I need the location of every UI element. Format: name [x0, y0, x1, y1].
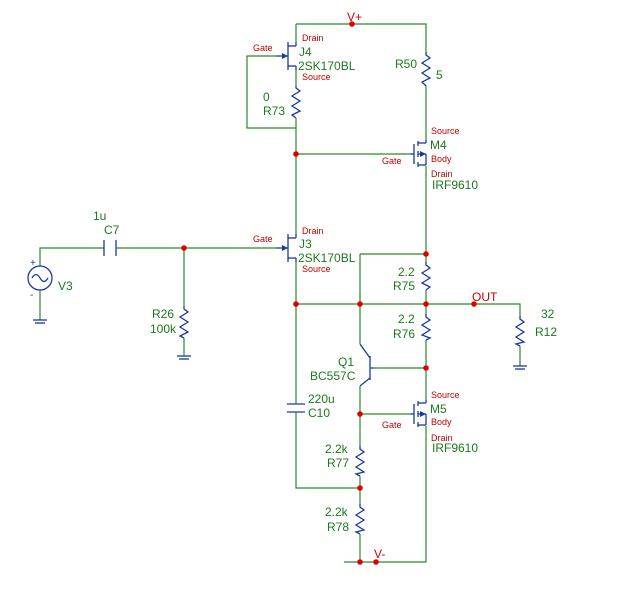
- r77-ref: R77: [327, 456, 349, 470]
- node-upper-out: [423, 251, 429, 257]
- sine-wave-icon: [31, 273, 49, 283]
- r50-value: 5: [436, 68, 443, 82]
- j4-ref: J4: [299, 45, 312, 59]
- svg-text:-: -: [30, 290, 33, 301]
- junction-dots: [181, 21, 477, 565]
- net-label-vminus: V-: [374, 547, 385, 561]
- r26-ref: R26: [152, 307, 174, 321]
- node-j3-source: [293, 301, 299, 307]
- net-label-vplus: V+: [347, 10, 362, 24]
- m4-ref: M4: [430, 138, 447, 152]
- r77-value: 2.2k: [325, 442, 349, 456]
- r26-value: 100k: [150, 322, 177, 336]
- m5-ref: M5: [430, 402, 447, 416]
- r78-ref: R78: [327, 520, 349, 534]
- c10-value: 220u: [308, 392, 335, 406]
- node-out: [423, 301, 429, 307]
- resistor-r78[interactable]: [354, 504, 366, 535]
- gate-arrow-icon: [282, 53, 288, 59]
- q1-value: BC557C: [310, 369, 356, 383]
- node-j4-source: [293, 151, 299, 157]
- m4-drain-pin: Drain: [431, 169, 453, 179]
- j3-ref: J3: [299, 237, 312, 251]
- r12-value: 32: [541, 307, 555, 321]
- resistor-r76[interactable]: [420, 314, 432, 341]
- node-vminus-b: [373, 559, 379, 565]
- j3-value: 2SK170BL: [298, 251, 356, 265]
- m5-drain-pin: Drain: [431, 433, 453, 443]
- gate-arrow-icon: [282, 245, 288, 251]
- m5-source-pin: Source: [431, 390, 460, 400]
- resistor-r73[interactable]: [290, 86, 302, 119]
- node-vplus: [349, 21, 355, 27]
- node-r77-r78: [357, 485, 363, 491]
- c7-value: 1u: [93, 209, 106, 223]
- j4-source-pin: Source: [302, 72, 331, 82]
- c10-ref: C10: [308, 406, 330, 420]
- r78-value: 2.2k: [325, 505, 349, 519]
- j3-gate-pin: Gate: [253, 234, 273, 244]
- r12-ref: R12: [535, 325, 557, 339]
- m4-body-pin: Body: [431, 154, 452, 164]
- j4-gate-pin: Gate: [253, 43, 273, 53]
- r73-value: 0: [263, 90, 270, 104]
- node-input: [181, 245, 187, 251]
- mosfet-m4[interactable]: [410, 140, 427, 167]
- r75-value: 2.2: [398, 265, 415, 279]
- voltage-source-v3[interactable]: + -: [27, 258, 53, 301]
- jfet-j3[interactable]: [276, 234, 297, 262]
- node-lower-out: [423, 365, 429, 371]
- node-vminus-a: [357, 559, 363, 565]
- resistor-r26[interactable]: [178, 306, 190, 339]
- resistor-r50[interactable]: [420, 52, 432, 87]
- c7-ref: C7: [104, 223, 120, 237]
- resistor-r12[interactable]: [514, 316, 526, 347]
- r76-ref: R76: [393, 327, 415, 341]
- body-arrow-icon: [420, 151, 426, 157]
- v3-ref: V3: [58, 279, 73, 293]
- ground-icon: [513, 365, 527, 370]
- capacitor-c7[interactable]: [103, 240, 117, 256]
- m5-body-pin: Body: [431, 417, 452, 427]
- svg-text:+: +: [30, 258, 36, 269]
- jfet-j4[interactable]: [276, 42, 297, 70]
- ground-icon: [33, 319, 47, 324]
- m4-source-pin: Source: [431, 126, 460, 136]
- ground-icon: [177, 355, 191, 360]
- r76-value: 2.2: [398, 312, 415, 326]
- m5-value: IRF9610: [432, 441, 478, 455]
- node-mid: [357, 301, 363, 307]
- node-out-label: [471, 301, 477, 307]
- transistor-q1[interactable]: [359, 343, 374, 387]
- j3-source-pin: Source: [302, 264, 331, 274]
- capacitor-c10[interactable]: [287, 403, 305, 413]
- net-label-out: OUT: [472, 290, 498, 304]
- m4-gate-pin: Gate: [382, 156, 402, 166]
- j4-value: 2SK170BL: [298, 59, 356, 73]
- r50-ref: R50: [395, 57, 417, 71]
- resistor-r77[interactable]: [354, 446, 366, 477]
- r75-ref: R75: [393, 279, 415, 293]
- m5-gate-pin: Gate: [382, 420, 402, 430]
- r73-ref: R73: [263, 104, 285, 118]
- j4-drain-pin: Drain: [302, 33, 324, 43]
- resistor-r75[interactable]: [420, 262, 432, 291]
- m4-value: IRF9610: [432, 178, 478, 192]
- q1-ref: Q1: [338, 355, 354, 369]
- body-arrow-icon: [420, 411, 426, 417]
- node-m5-gate: [357, 411, 363, 417]
- mosfet-m5[interactable]: [410, 400, 427, 427]
- j3-drain-pin: Drain: [302, 226, 324, 236]
- emitter-arrow-icon: [360, 347, 367, 353]
